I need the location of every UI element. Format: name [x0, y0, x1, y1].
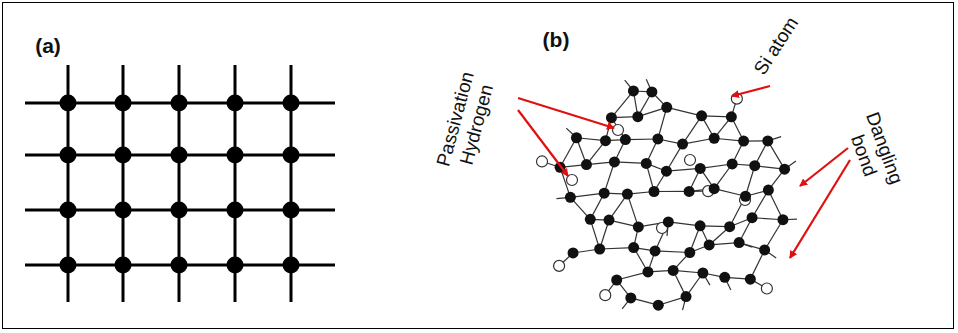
si-atom [115, 95, 132, 112]
si-atom [625, 292, 636, 303]
si-atom [632, 111, 643, 122]
amorphous-network [537, 79, 797, 311]
hydrogen-atom [685, 155, 696, 166]
si-atom [565, 192, 576, 203]
si-atom [227, 257, 244, 274]
si-atom [581, 159, 592, 170]
si-atom [762, 135, 773, 146]
si-atom [600, 135, 611, 146]
si-atom [115, 147, 132, 164]
si-atom [709, 183, 720, 194]
panel-label: (b) [543, 28, 570, 52]
si-atom [633, 221, 644, 232]
si-atom [568, 247, 579, 258]
figure-frame [2, 2, 954, 329]
si-atom [738, 136, 749, 147]
si-atom [571, 132, 582, 143]
si-atom [115, 257, 132, 274]
si-atom [653, 300, 664, 311]
si-atom [642, 266, 653, 277]
callout-label: Si atom [749, 13, 802, 79]
si-atom [747, 212, 758, 223]
si-atom [779, 164, 790, 175]
si-atom [668, 265, 679, 276]
si-atom [749, 160, 760, 171]
si-atom [227, 147, 244, 164]
panel-label: (a) [35, 34, 61, 58]
si-atom [734, 237, 745, 248]
si-atom [585, 214, 596, 225]
si-atom [628, 242, 639, 253]
si-atom [646, 86, 657, 97]
hydrogen-atom [554, 260, 565, 271]
si-atom [661, 102, 672, 113]
si-atom [60, 95, 77, 112]
si-atom [663, 216, 674, 227]
hydrogen-atom [537, 156, 548, 167]
si-atom [649, 186, 660, 197]
si-atom [171, 147, 188, 164]
si-atom [777, 214, 788, 225]
si-atom [620, 134, 631, 145]
si-atom [709, 133, 720, 144]
si-atom [677, 139, 688, 150]
si-atom [652, 133, 663, 144]
si-atom [60, 147, 77, 164]
si-atom [681, 291, 692, 302]
pointer-arrows [518, 86, 850, 258]
si-atom [283, 95, 300, 112]
si-atom [604, 215, 615, 226]
crystal-lattice [25, 65, 335, 302]
si-atom [763, 185, 774, 196]
si-atom [628, 85, 639, 96]
si-atom [696, 110, 707, 121]
si-atom [695, 220, 706, 231]
si-atom [759, 244, 770, 255]
hydrogen-atom [600, 290, 611, 301]
si-atom [724, 221, 735, 232]
si-atom [684, 247, 695, 258]
si-atom [171, 257, 188, 274]
si-atom [594, 244, 605, 255]
callout-label: Passivation Hydrogen [429, 58, 502, 185]
si-atom [60, 202, 77, 219]
si-atom [661, 166, 672, 177]
si-atom [704, 239, 715, 250]
si-atom [227, 95, 244, 112]
si-atom [227, 202, 244, 219]
si-atom [606, 112, 617, 123]
si-atom [171, 202, 188, 219]
si-atom [726, 111, 737, 122]
si-atom [609, 156, 620, 167]
si-atom [115, 202, 132, 219]
si-atom [622, 189, 633, 200]
si-atom [695, 163, 706, 174]
si-atom [641, 158, 652, 169]
si-atom [283, 202, 300, 219]
si-atom [697, 268, 708, 279]
si-atom [745, 274, 756, 285]
callout-label: Dangling bond [838, 101, 911, 202]
hydrogen-atom [567, 175, 578, 186]
si-atom [60, 257, 77, 274]
si-atom [727, 158, 738, 169]
si-atom [599, 188, 610, 199]
si-atom [740, 191, 751, 202]
si-atom [684, 186, 695, 197]
hydrogen-atom [613, 125, 624, 136]
si-atom [171, 95, 188, 112]
si-atom [611, 275, 622, 286]
si-atom [283, 257, 300, 274]
si-atom [283, 147, 300, 164]
si-atom [650, 245, 661, 256]
hydrogen-atom [761, 283, 772, 294]
si-atom [719, 272, 730, 283]
